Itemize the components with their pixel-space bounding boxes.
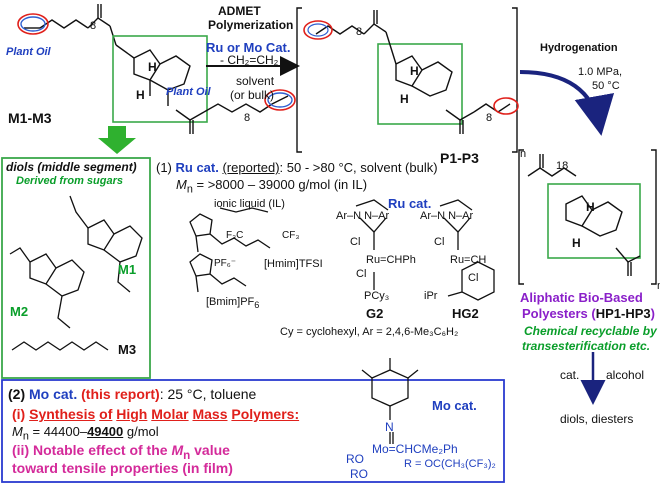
mo-structure-ro1: RO <box>346 452 364 466</box>
mo-section-header: (2) Mo cat. (this report): 25 °C, toluen… <box>8 386 257 402</box>
hydrogenated-structure <box>518 149 657 285</box>
diols-structures <box>9 195 143 351</box>
hg2-label: HG2 <box>452 306 479 321</box>
diols-box <box>1 157 151 379</box>
hg2-ligand: Ar–N N–Ar <box>420 210 474 222</box>
monomer-label: M1-M3 <box>8 110 52 126</box>
depoly-products: diols, diesters <box>560 412 634 426</box>
ionic-liquid-structures <box>189 207 271 293</box>
g2-ru: Ru=CHPh <box>366 254 416 266</box>
alkene-ellipse-left <box>20 16 46 32</box>
ionic-liquid-label: ionic liquid (IL) <box>214 198 285 210</box>
mo-mn-range: Mn = 44400–49400 g/mol <box>12 424 159 443</box>
diol-m3-label: M3 <box>118 342 137 357</box>
pf6-anion: PF₆⁻ <box>214 258 237 269</box>
green-down-arrow <box>98 126 136 154</box>
monomer-h-bottom: H <box>136 88 145 102</box>
hg2-ru: Ru=CH <box>450 254 487 266</box>
admet-catalyst: Ru or Mo Cat. <box>206 40 291 55</box>
admet-title: ADMET <box>218 4 261 18</box>
mo-point-i: (i) Synthesis of High Molar Mass Polymer… <box>12 406 300 422</box>
admet-solvent: solvent <box>236 74 275 88</box>
product-name-line2: Polyesters (HP1-HP3) <box>522 306 655 321</box>
ru-mn-range: Mn = >8000 – 39000 g/mol (in IL) <box>176 177 368 196</box>
mo-section-box <box>1 379 505 483</box>
polymer-n: n <box>520 148 527 160</box>
polymer-label: P1-P3 <box>440 150 479 166</box>
hydrogenated-h-top: H <box>586 200 595 214</box>
mo-catalyst-title: Mo cat. <box>432 398 477 413</box>
hydrogenated-n: n <box>657 280 660 292</box>
mo-point-ii-line1: (ii) Notable effect of the Mn value <box>12 442 230 462</box>
polymer-subscript-8-top: 8 <box>356 26 363 38</box>
hydrogenation-temp: 50 °C <box>592 80 620 92</box>
mo-r-definition: R = OC(CH₃(CF₃)₂ <box>404 458 496 470</box>
hg2-ipr: iPr <box>424 290 438 302</box>
hydrogenation-arrow <box>519 70 615 136</box>
diol-m2-label: M2 <box>10 304 29 319</box>
alkene-ellipse-right-outer <box>264 89 296 111</box>
admet-title-2: Polymerization <box>208 18 294 32</box>
diols-subtitle: Derived from sugars <box>16 175 123 187</box>
recyclable-line1: Chemical recyclable by <box>524 324 657 338</box>
admet-byproduct: - CH₂=CH₂ <box>220 53 279 67</box>
hydrogenation-pressure: 1.0 MPa, <box>578 66 623 78</box>
mo-structure-main: Mo=CHCMe₂Ph <box>372 442 458 456</box>
polymer-h-bottom: H <box>400 92 409 106</box>
chain-subscript-8-bottom: 8 <box>244 112 251 124</box>
monomer-h-top: H <box>148 60 157 74</box>
depoly-alcohol: alcohol <box>606 368 645 382</box>
ru-catalyst-title: Ru cat. <box>388 196 432 211</box>
depoly-cat: cat. <box>560 368 580 382</box>
ru-g2-structure <box>355 199 389 290</box>
plant-oil-right-label: Plant Oil <box>166 86 211 98</box>
chain-subscript-8-top: 8 <box>90 20 97 32</box>
hydrogenated-h-bottom: H <box>572 236 581 250</box>
diol-m1-label: M1 <box>118 262 137 277</box>
polymer-subscript-8-bottom: 8 <box>486 112 493 124</box>
ru-section-header: (1) Ru cat. (reported): 50 - >80 °C, sol… <box>156 160 438 175</box>
g2-cl-1: Cl <box>350 236 361 248</box>
polymer-structure <box>296 7 518 153</box>
mo-point-ii-line2: toward tensile properties (in film) <box>12 460 233 476</box>
monomer-green-box <box>112 35 208 123</box>
hmim-tfsi-label: [Hmim]TFSI <box>264 258 323 270</box>
hg2-cl-2: Cl <box>468 272 479 284</box>
tfsi-f3c: F₃C <box>226 230 244 241</box>
hg2-cl-1: Cl <box>434 236 445 248</box>
g2-label: G2 <box>366 306 384 321</box>
cy-ar-definition: Cy = cyclohexyl, Ar = 2,4,6-Me₃C₆H₂ <box>280 326 459 338</box>
tfsi-cf3: CF₃ <box>282 230 300 241</box>
bmim-pf6-label: [Bmim]PF6 <box>206 296 260 311</box>
mo-structure-ro2: RO <box>350 467 368 481</box>
g2-pcy3: PCy₃ <box>364 290 390 302</box>
plant-oil-left-label: Plant Oil <box>6 46 51 58</box>
alkene-ellipse-right <box>267 92 293 108</box>
polymer-h-top: H <box>410 64 419 78</box>
ru-hg2-structure <box>439 199 495 301</box>
g2-cl-2: Cl <box>356 268 367 280</box>
monomer-structure <box>24 4 289 134</box>
recyclable-line2: transesterification etc. <box>522 339 651 353</box>
g2-ligand: Ar–N N–Ar <box>336 210 390 222</box>
mo-catalyst-structure <box>361 358 419 444</box>
mo-structure-n: N <box>385 420 394 434</box>
hydrogenated-subscript-18: 18 <box>556 160 569 172</box>
admet-solvent-2: (or bulk) <box>230 88 275 102</box>
hydrogenation-title: Hydrogenation <box>540 42 618 54</box>
polymer-alkene-ellipse <box>303 20 333 40</box>
diols-title: diols (middle segment) <box>6 160 137 174</box>
product-name-line1: Aliphatic Bio-Based <box>520 290 643 305</box>
alkene-ellipse-left-outer <box>17 13 49 35</box>
